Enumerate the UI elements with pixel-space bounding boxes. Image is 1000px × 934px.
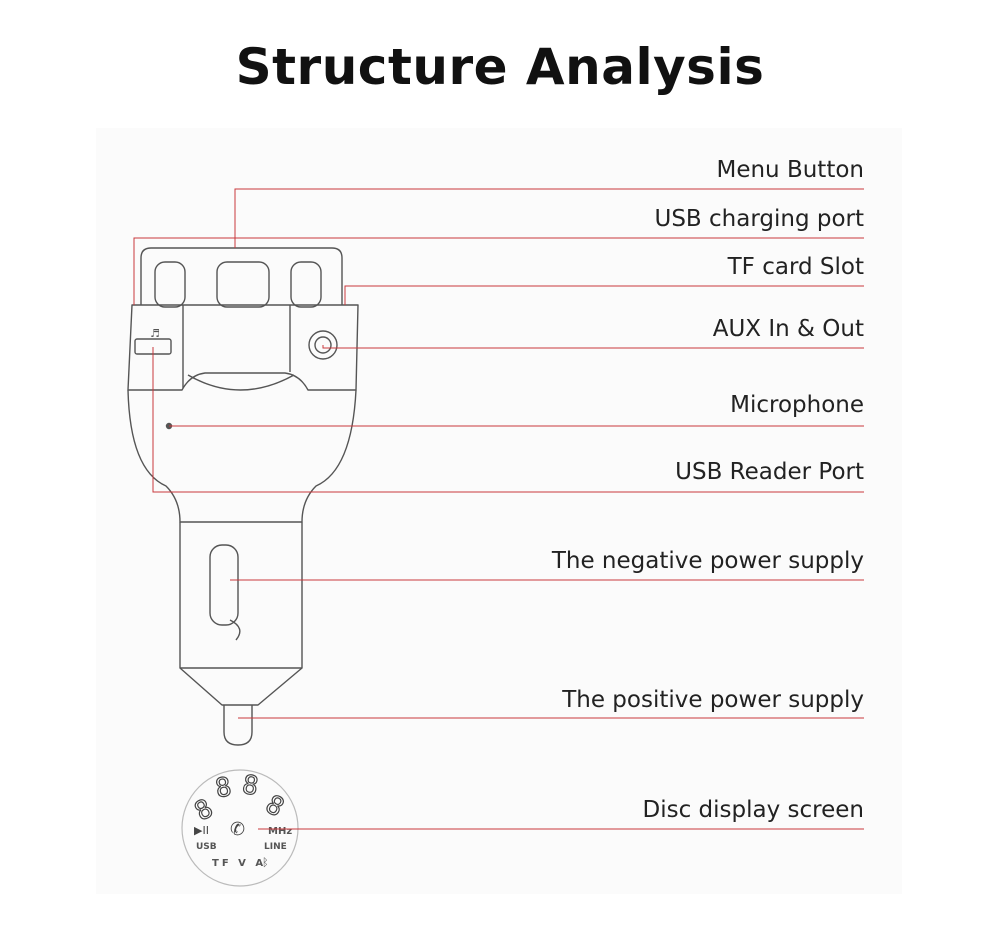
- bluetooth-icon: ᛒ: [262, 856, 269, 869]
- digit-3: 8: [240, 770, 261, 802]
- label-menu-button: Menu Button: [716, 157, 864, 183]
- aux-jack-inner: [314, 336, 332, 354]
- disc-display: [181, 769, 299, 887]
- digit-4: 8: [260, 790, 289, 824]
- digit-2: 8: [213, 772, 234, 804]
- disc-display-digits: 8 8 8 8: [189, 769, 289, 828]
- play-pause-icon: ▶︎II: [194, 824, 209, 837]
- leader-usb-charging-port: [133, 237, 864, 305]
- leader-menu-button: [234, 188, 864, 248]
- positive-contact: [223, 705, 253, 746]
- disc-mhz-label: MHz: [268, 826, 292, 837]
- page-title: Structure Analysis: [235, 38, 765, 96]
- head-arc: [187, 374, 295, 391]
- aux-jack-outer: [308, 330, 338, 360]
- label-usb-reader-port: USB Reader Port: [675, 459, 864, 485]
- plug-tip-cone: [179, 667, 303, 706]
- label-disc-display-screen: Disc display screen: [642, 797, 864, 823]
- label-usb-charging-port: USB charging port: [654, 206, 864, 232]
- leader-tf-card-slot: [344, 285, 864, 305]
- label-microphone: Microphone: [730, 392, 864, 418]
- diagram-background: [96, 128, 902, 894]
- negative-spring-clip: [209, 544, 239, 626]
- charger-head: [127, 304, 359, 391]
- leader-aux-in-out: [322, 345, 864, 349]
- plug-barrel: [179, 522, 303, 669]
- knob-ridge-center: [216, 261, 270, 308]
- label-positive-power-supply: The positive power supply: [562, 687, 864, 713]
- knob-ridge-left: [154, 261, 186, 308]
- knob-ridge-right: [290, 261, 322, 308]
- label-aux-in-out: AUX In & Out: [712, 316, 864, 342]
- disc-display-outer: [181, 769, 299, 887]
- phone-icon: ✆: [230, 819, 245, 840]
- music-note-icon: ♬: [150, 327, 160, 340]
- charger-body-taper: [127, 389, 357, 523]
- digit-1: 8: [190, 794, 219, 828]
- spring-clip-hook: [229, 619, 241, 641]
- label-tf-card-slot: TF card Slot: [727, 254, 864, 280]
- disc-line-label: LINE: [264, 842, 287, 852]
- disc-usb-label: USB: [196, 842, 217, 852]
- leader-usb-reader-port: [152, 347, 864, 493]
- menu-knob: [140, 247, 343, 305]
- label-negative-power-supply: The negative power supply: [551, 548, 864, 574]
- disc-bottom-row: TF V A: [212, 858, 266, 869]
